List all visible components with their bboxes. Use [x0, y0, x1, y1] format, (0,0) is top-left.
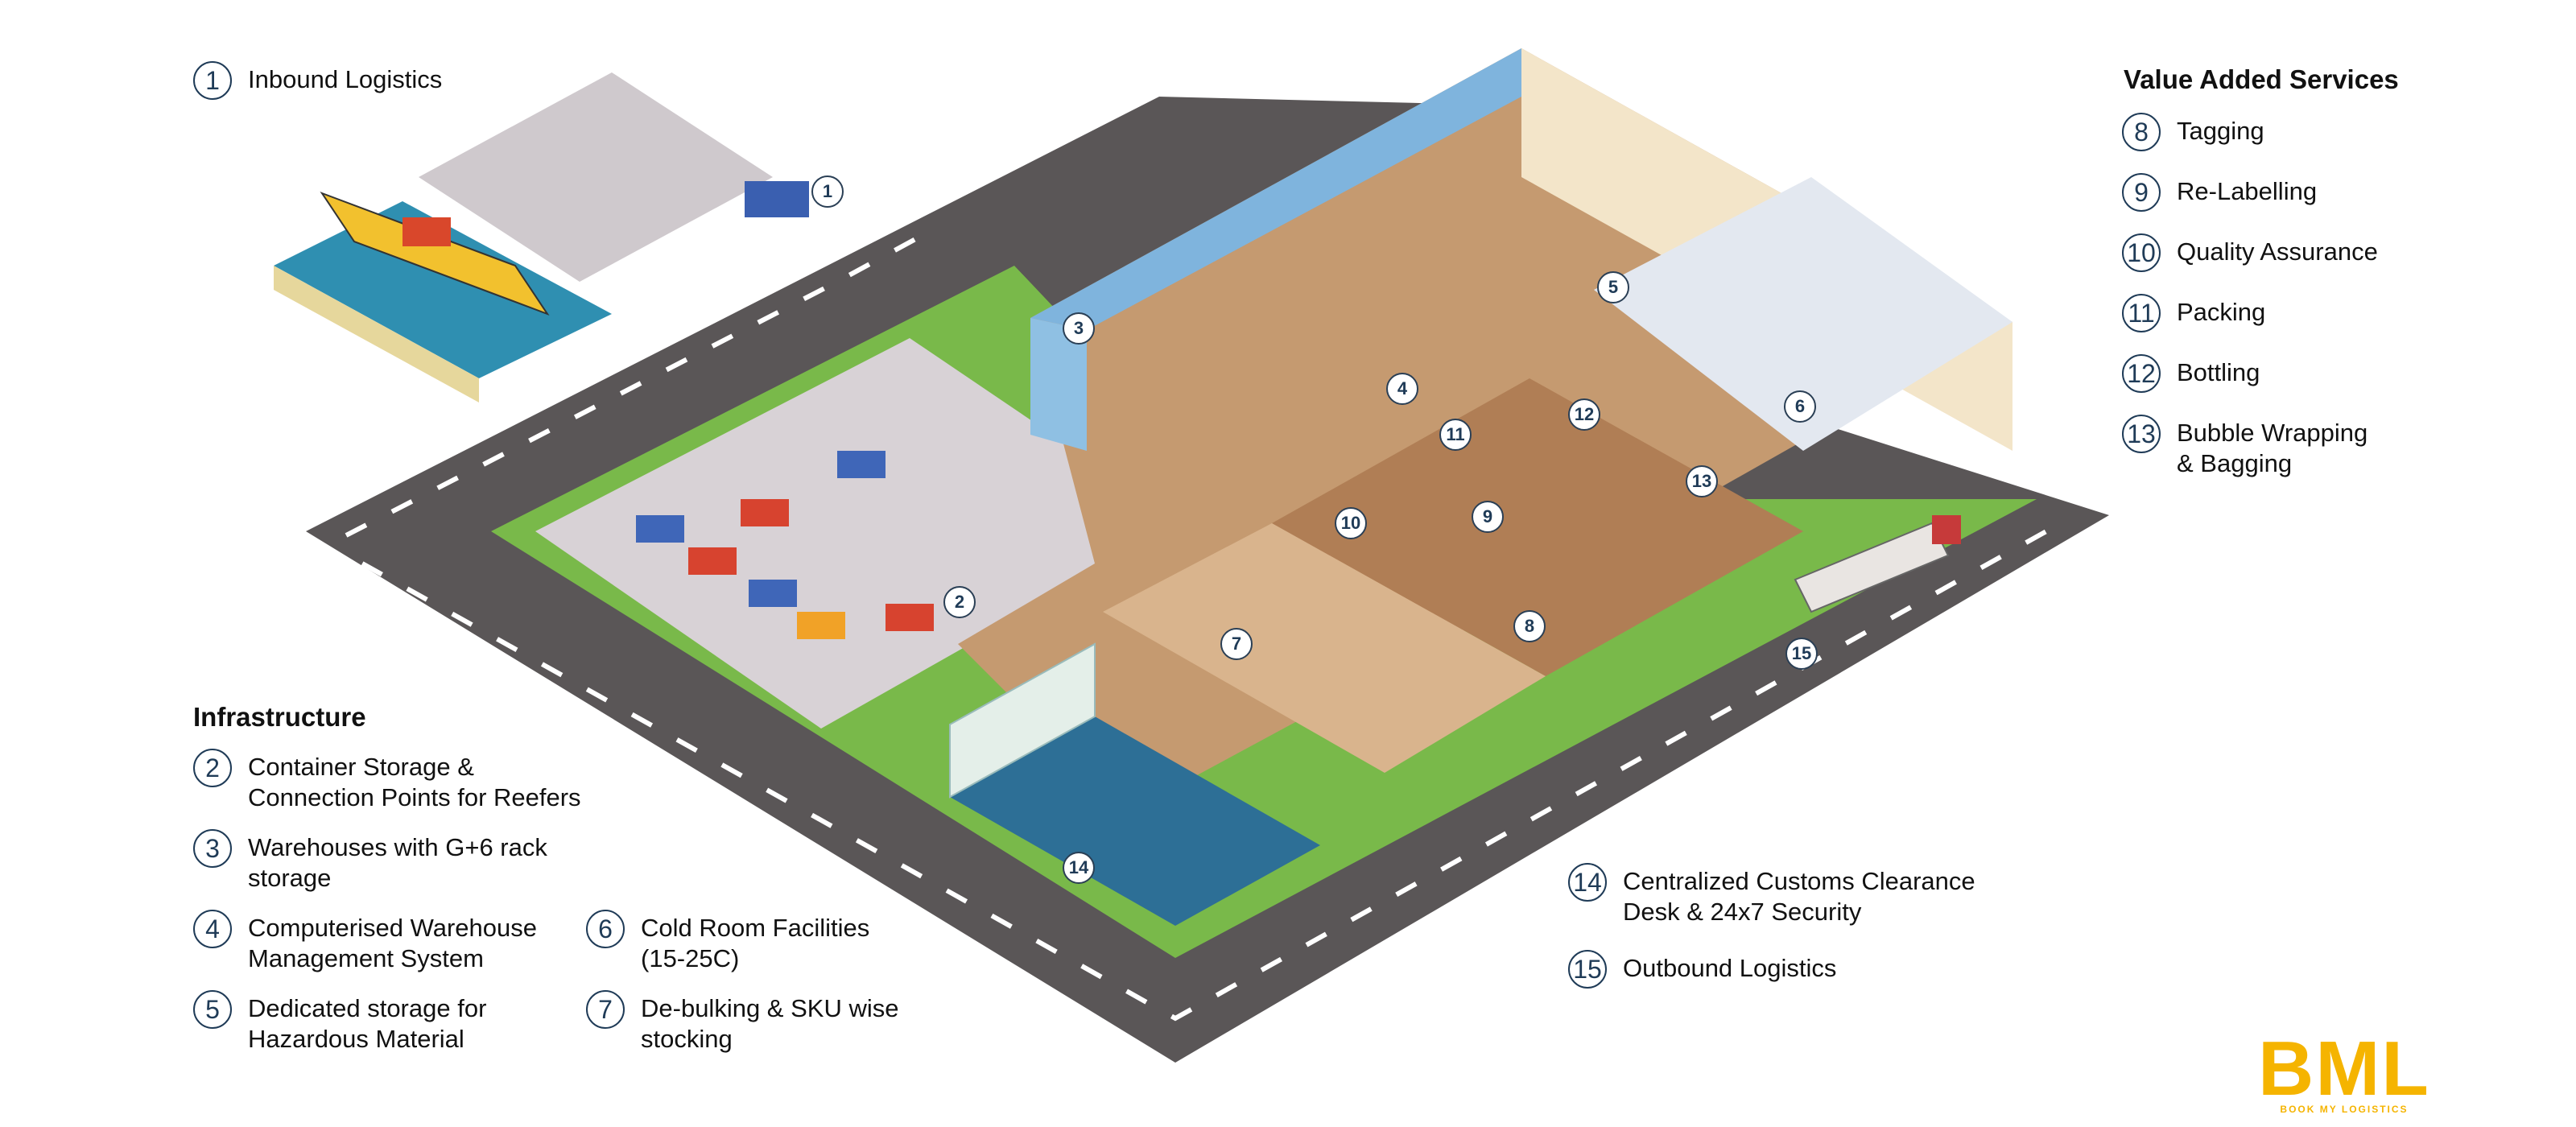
truck-cab	[1932, 515, 1961, 544]
legend-label: Bottling	[2177, 358, 2260, 386]
legend-number: 5	[193, 990, 232, 1029]
legend-number: 11	[2122, 294, 2161, 332]
outbound-truck	[1794, 522, 1950, 613]
warehouse-back-wall-left	[1030, 48, 1521, 330]
legend-inbound: 1 Inbound Logistics	[193, 61, 442, 100]
legend-label: Computerised Warehouse Management System	[248, 914, 537, 972]
map-badge-8: 8	[1513, 610, 1546, 642]
legend-label: Cold Room Facilities (15-25C)	[641, 914, 870, 972]
legend-label: Inbound Logistics	[248, 65, 443, 93]
legend-label: Tagging	[2177, 117, 2264, 145]
customs-office	[950, 716, 1320, 926]
bml-logo: BML BOOK MY LOGISTICS	[2258, 1026, 2430, 1116]
legend-number: 13	[2122, 415, 2161, 453]
legend-label: Quality Assurance	[2177, 237, 2378, 266]
legend-number: 9	[2122, 173, 2161, 212]
legend-infra-4: 4 Computerised Warehouse Management Syst…	[193, 910, 537, 974]
container-stack	[837, 451, 886, 478]
map-badge-13: 13	[1686, 465, 1718, 497]
container-stack	[749, 580, 797, 607]
legend-label: Centralized Customs Clearance Desk & 24x…	[1623, 867, 1975, 926]
value-added-heading: Value Added Services	[2124, 64, 2399, 94]
legend-label: Container Storage & Connection Points fo…	[248, 753, 581, 811]
legend-label: Warehouses with G+6 rack storage	[248, 833, 547, 892]
legend-label: Packing	[2177, 298, 2266, 326]
legend-vas-9: 9 Re-Labelling	[2122, 173, 2317, 212]
container-stack	[741, 499, 789, 526]
map-badge-1: 1	[811, 175, 844, 208]
road-markings-bottom	[361, 521, 2062, 1022]
legend-number: 4	[193, 910, 232, 948]
legend-number: 2	[193, 749, 232, 787]
legend-infra-2: 2 Container Storage & Connection Points …	[193, 749, 581, 813]
legend-outbound-15: 15 Outbound Logistics	[1568, 950, 1836, 989]
infrastructure-heading: Infrastructure	[193, 702, 366, 732]
legend-infra-5: 5 Dedicated storage for Hazardous Materi…	[193, 990, 486, 1055]
legend-number: 12	[2122, 354, 2161, 393]
legend-number: 1	[193, 61, 232, 100]
legend-vas-11: 11 Packing	[2122, 294, 2265, 332]
map-badge-3: 3	[1063, 312, 1095, 345]
legend-label: Outbound Logistics	[1623, 954, 1837, 982]
map-badge-12: 12	[1568, 398, 1600, 431]
legend-label: Dedicated storage for Hazardous Material	[248, 994, 487, 1053]
container-stack	[688, 547, 737, 575]
map-badge-2: 2	[943, 586, 976, 618]
map-badge-11: 11	[1439, 419, 1472, 451]
logo-mark: BML	[2258, 1026, 2430, 1112]
legend-vas-8: 8 Tagging	[2122, 113, 2264, 151]
container-stack	[636, 515, 684, 543]
port-sand	[274, 266, 479, 402]
container-yard	[535, 338, 1183, 729]
legend-infra-3: 3 Warehouses with G+6 rack storage	[193, 829, 547, 894]
legend-vas-13: 13 Bubble Wrapping & Bagging	[2122, 415, 2368, 479]
logo-tagline: BOOK MY LOGISTICS	[2280, 1104, 2409, 1115]
cold-room	[1594, 177, 2013, 451]
legend-vas-12: 12 Bottling	[2122, 354, 2260, 393]
customs-office-wall	[949, 642, 1096, 799]
container-stack	[797, 612, 845, 639]
legend-vas-10: 10 Quality Assurance	[2122, 233, 2378, 272]
legend-infra-6: 6 Cold Room Facilities (15-25C)	[586, 910, 869, 974]
container-stack	[886, 604, 934, 631]
map-badge-4: 4	[1386, 373, 1418, 405]
legend-infra-7: 7 De-bulking & SKU wise stocking	[586, 990, 898, 1055]
legend-number: 3	[193, 829, 232, 868]
port-pier	[419, 72, 773, 282]
legend-label: De-bulking & SKU wise stocking	[641, 994, 899, 1053]
map-badge-9: 9	[1472, 501, 1504, 533]
legend-number: 6	[586, 910, 625, 948]
map-badge-7: 7	[1220, 628, 1253, 660]
legend-label: Re-Labelling	[2177, 177, 2318, 205]
road-markings	[345, 231, 927, 538]
map-badge-5: 5	[1597, 271, 1629, 303]
map-badge-6: 6	[1784, 390, 1816, 423]
port-water	[274, 201, 612, 378]
legend-number: 14	[1568, 863, 1607, 902]
vas-area-floor	[1272, 378, 1803, 676]
legend-number: 15	[1568, 950, 1607, 989]
legend-label: Bubble Wrapping & Bagging	[2177, 419, 2368, 477]
legend-customs-14: 14 Centralized Customs Clearance Desk & …	[1568, 863, 1975, 927]
map-badge-14: 14	[1063, 852, 1095, 884]
ship-cargo	[402, 217, 451, 246]
map-badge-15: 15	[1785, 638, 1818, 670]
legend-number: 7	[586, 990, 625, 1029]
inbound-truck	[745, 181, 809, 217]
debulking-room	[1103, 523, 1546, 773]
legend-number: 10	[2122, 233, 2161, 272]
warehouse-left-wall	[1030, 318, 1087, 451]
legend-number: 8	[2122, 113, 2161, 151]
map-badge-10: 10	[1335, 507, 1367, 539]
